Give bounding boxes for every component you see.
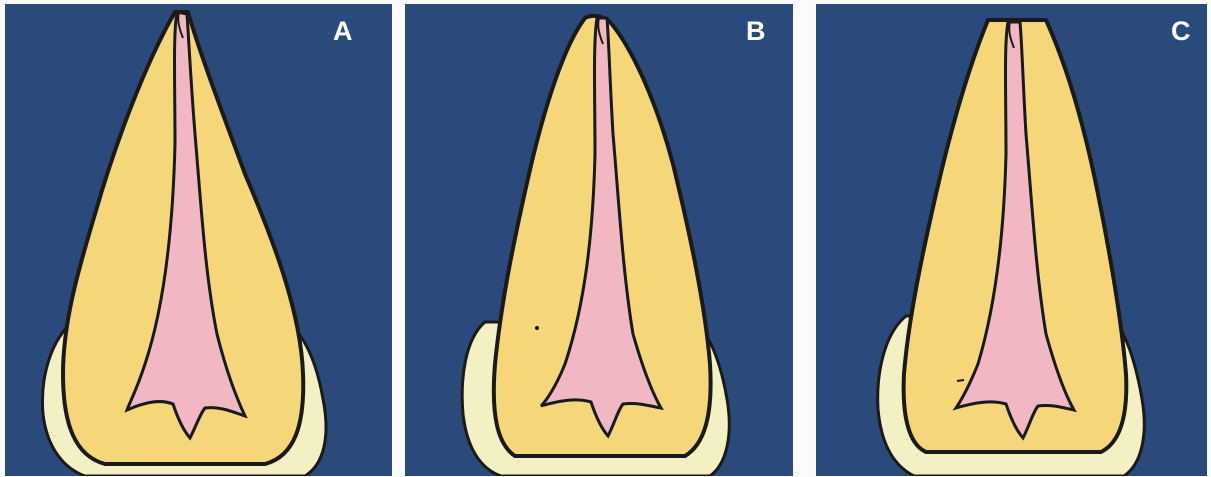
tooth-illustration-a [5, 4, 392, 476]
panel-b: B [405, 4, 793, 476]
panel-label: C [1171, 18, 1191, 45]
speck [535, 326, 539, 330]
panel-label: A [333, 18, 353, 45]
tooth-illustration-c [816, 4, 1207, 476]
panel-label: B [746, 18, 766, 45]
tooth-illustration-b [405, 4, 793, 476]
panel-c: C [816, 4, 1207, 476]
panel-a: A [5, 4, 392, 476]
speck [957, 380, 964, 381]
